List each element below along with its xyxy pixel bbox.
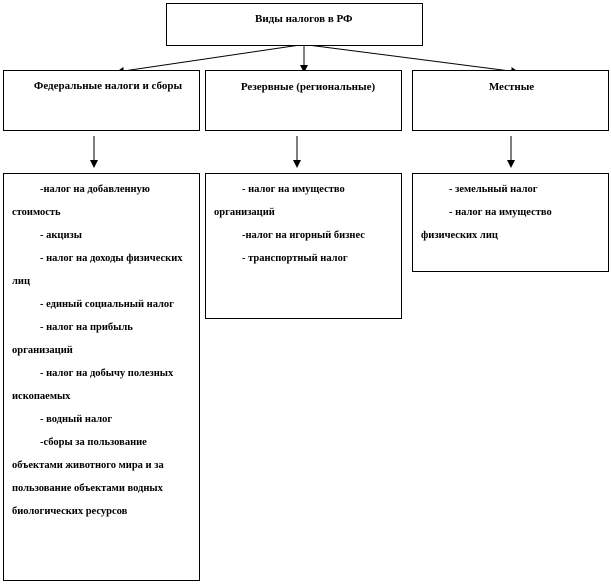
arrow-root-to-local (307, 44, 519, 76)
category-title-federal: Федеральные налоги и сборы (33, 80, 183, 92)
list-item: - единый социальный налог (40, 299, 174, 310)
root-box: Виды налогов в РФ (166, 3, 423, 46)
category-box-regional: Резервные (региональные) (205, 70, 402, 131)
arrow-root-to-federal (116, 44, 301, 75)
list-box-local: - земельный налог - налог на имущество ф… (412, 173, 609, 272)
list-item: - налог на доходы физических лиц (12, 253, 183, 287)
root-title: Виды налогов в РФ (255, 13, 353, 25)
list-item: - налог на добычу полезных ископаемых (12, 368, 174, 402)
list-item: - налог на имущество физических лиц (421, 207, 552, 241)
list-box-regional: - налог на имущество организаций -налог … (205, 173, 402, 319)
list-item: - земельный налог (449, 184, 538, 195)
list-item: - транспортный налог (242, 253, 348, 264)
category-title-regional: Резервные (региональные) (240, 81, 376, 93)
category-box-local: Местные (412, 70, 609, 131)
list-item: - водный налог (40, 414, 113, 425)
list-item: - акцизы (40, 230, 82, 241)
list-item: -сборы за пользование объектами животног… (12, 437, 164, 517)
list-item: -налог на игорный бизнес (242, 230, 365, 241)
list-box-federal: -налог на добавленную стоимость - акцизы… (3, 173, 200, 581)
category-title-local: Местные (488, 81, 535, 93)
list-item: - налог на имущество организаций (214, 184, 345, 218)
list-item: - налог на прибыль организаций (12, 322, 133, 356)
list-item: -налог на добавленную стоимость (12, 184, 150, 218)
category-box-federal: Федеральные налоги и сборы (3, 70, 200, 131)
